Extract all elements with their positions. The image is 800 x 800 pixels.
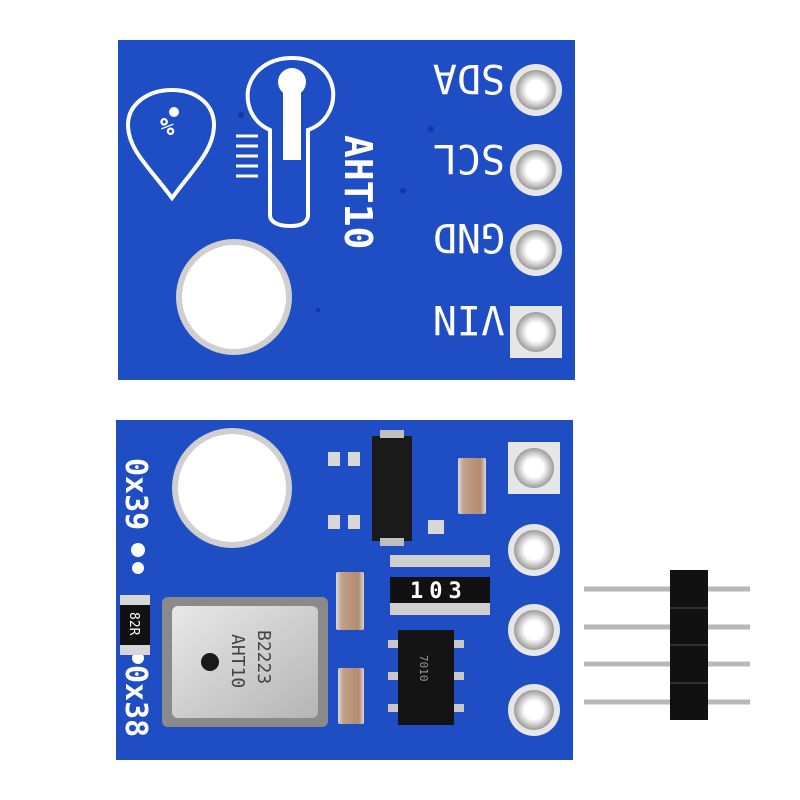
svg-text:%: % — [160, 113, 175, 141]
top-board: % AHT10 SDA SCL GND VIN — [118, 40, 575, 380]
humidity-drop-icon: % — [125, 87, 217, 202]
thermometer-icon — [236, 55, 336, 229]
chip-label: AHT10 — [336, 135, 380, 249]
capacitor — [458, 458, 486, 514]
level-shifter-chip: 7010 — [388, 630, 464, 725]
via — [428, 126, 434, 132]
sensor-marking-line-1: AHT10 — [227, 634, 248, 688]
svg-text:82R: 82R — [126, 612, 141, 636]
pin-header — [584, 570, 750, 720]
bottom-board: 0x38 0x39 82R — [116, 420, 573, 760]
pin-label-sda: SDA — [433, 55, 505, 101]
capacitor — [338, 668, 364, 724]
pin-label-scl: SCL — [433, 135, 505, 181]
sensor-marking-line-2: B2223 — [253, 630, 274, 684]
passive-pads — [328, 452, 444, 534]
via — [316, 308, 320, 312]
resistor-network: 103 — [390, 555, 490, 615]
svg-text:7010: 7010 — [417, 655, 430, 682]
resistor-network-marking: 103 — [410, 579, 468, 604]
via — [400, 188, 406, 194]
mounting-hole-top — [176, 239, 292, 355]
address-label-0x38: 0x38 — [118, 665, 153, 737]
pin-label-gnd: GND — [433, 214, 505, 260]
pin-pads-top — [510, 64, 562, 358]
address-label-0x39: 0x39 — [118, 458, 153, 530]
aht10-sensor: AHT10 B2223 — [162, 597, 328, 727]
pin-label-vin: VIN — [433, 296, 505, 342]
voltage-regulator — [372, 430, 412, 546]
capacitor — [336, 572, 364, 630]
via — [238, 112, 244, 118]
mounting-hole-bottom — [172, 428, 292, 548]
resistor-82r: 82R — [120, 595, 150, 655]
pin-pads-bottom — [508, 442, 560, 736]
